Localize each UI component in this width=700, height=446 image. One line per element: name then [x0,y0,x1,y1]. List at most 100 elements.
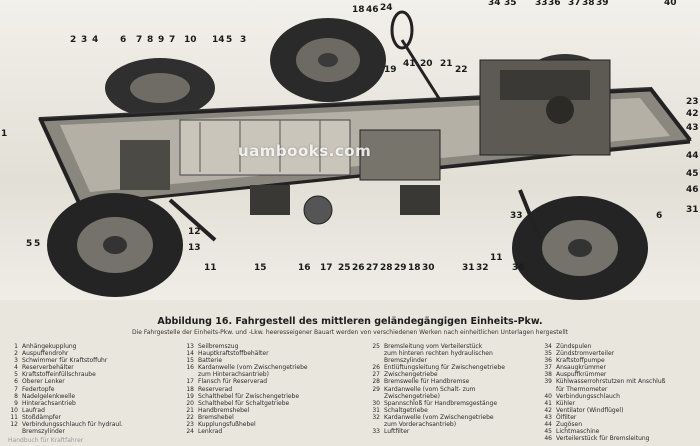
callout-number: 11 [490,253,503,263]
callout-number: 27 [366,263,379,273]
callout-number: 17 [320,263,333,273]
callout-number: 10 [184,35,197,45]
legend-item: Bremszylinder [384,357,427,365]
callout-number: 42 [686,109,699,119]
spare-wheel [270,18,386,102]
callout-number: 3 [240,35,247,45]
figure-caption-title: Abbildung 16. Fahrgestell des mittleren … [157,316,543,327]
callout-number: 13 [188,243,201,253]
callout-number: 38 [582,0,595,8]
callout-number: 34 [488,0,501,8]
callout-number: 11 [204,263,217,273]
callout-number: 6 [120,35,127,45]
callout-number: 1 [1,129,8,139]
callout-number: 4 [92,35,99,45]
callout-number: 39 [596,0,609,8]
callout-number: 35 [504,0,517,8]
callout-number: 25 [338,263,351,273]
fuel-tank [400,185,440,215]
callout-number: 43 [686,123,699,133]
callout-number: 28 [380,263,393,273]
watermark: uambooks.com [238,142,372,160]
callout-number: 19 [384,65,397,75]
callout-number: 46 [366,5,379,15]
callout-number: 40 [664,0,677,8]
callout-number: 7 [136,35,143,45]
callout-number: 33 [510,211,523,221]
callout-number: 29 [394,263,407,273]
callout-number: 31 [462,263,475,273]
rear-axle [168,198,217,242]
callout-number: 5 [34,239,41,249]
callout-number: 24 [380,3,393,13]
callout-number: 30 [422,263,435,273]
callout-number: 44 [686,151,699,161]
callout-number: 9 [158,35,165,45]
legend-item: zum Hinterachsantrieb) [198,371,269,379]
callout-number: 37 [568,0,581,8]
callout-number: 16 [298,263,311,273]
callout-number: 23 [686,97,699,107]
legend-item: zum Vorderachsantrieb) [384,421,457,429]
front-axle [518,189,542,241]
rear-lower-wheel [47,193,183,297]
spare-wheel-flange [303,195,333,225]
legend-item: für Thermometer [556,385,608,393]
legend-item: Zwischengetriebe) [384,392,440,400]
callout-number: 20 [420,59,433,69]
callout-number: 22 [455,65,468,75]
chassis-drawing [38,10,692,300]
callout-number: 14 [212,35,225,45]
figure-caption-subtitle: Die Fahrgestelle der Einheits-Pkw. und -… [131,329,569,336]
callout-number: 5 [26,239,33,249]
chassis-illustration: uambooks.com 1 2 3 4 5 6 7 8 9 7 10 14 5… [0,0,700,300]
callout-number: 45 [686,169,699,179]
page-footer: Handbuch für Kraftfahrer [8,437,84,444]
callout-number: 31 [686,205,699,215]
callout-number: 26 [352,263,365,273]
callout-number: 8 [147,35,154,45]
battery [250,185,290,215]
callout-number: 46 [686,185,699,195]
callout-number: 6 [656,211,663,221]
steering-wheel [390,10,442,101]
callout-number: 32 [476,263,489,273]
legend-item: zum hinteren rechten hydraulischen [384,350,493,358]
callout-number: 7 [169,35,176,45]
